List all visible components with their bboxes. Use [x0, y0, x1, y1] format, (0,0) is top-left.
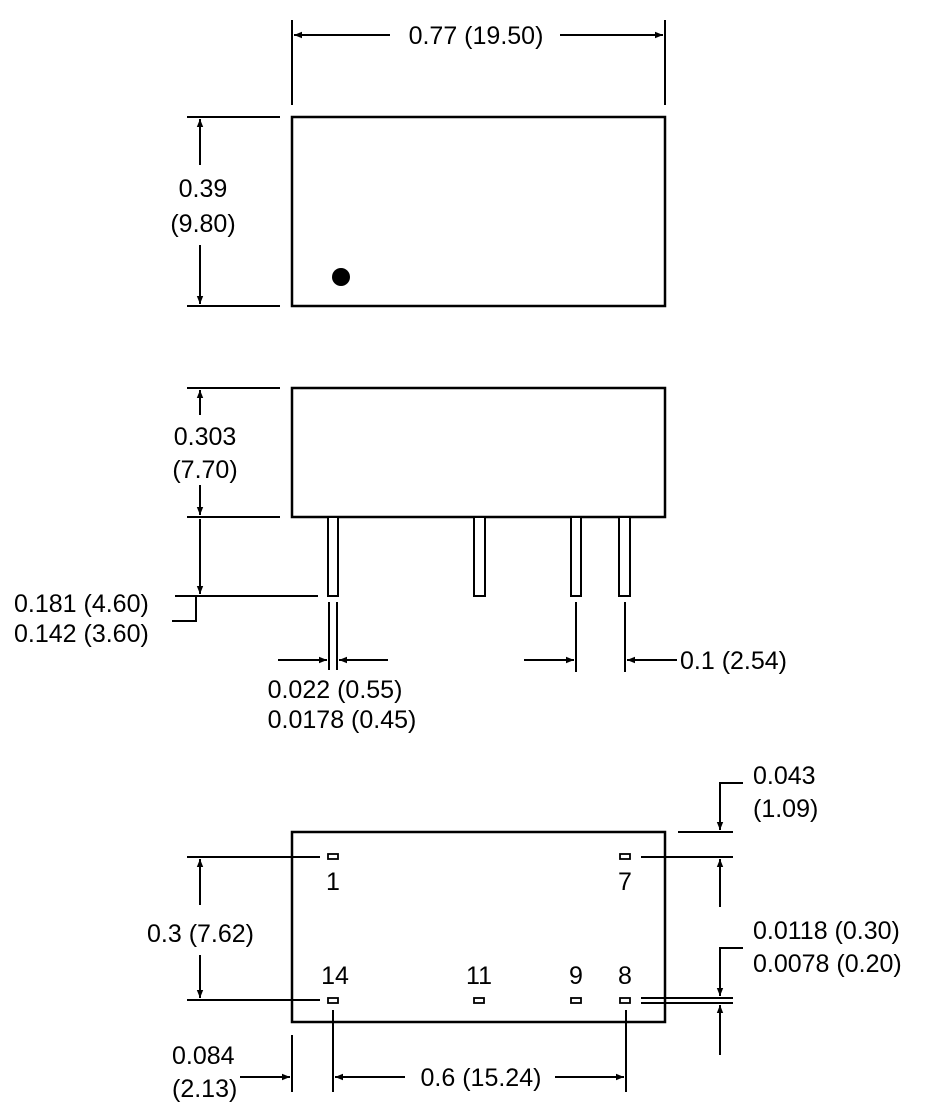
pin-label-1: 1 [326, 868, 340, 896]
edge-offset-in: 0.043 [753, 762, 816, 790]
pin-width-min: 0.0178 (0.45) [268, 706, 417, 734]
module-side-outline [290, 386, 667, 519]
pad-size-max: 0.0118 (0.30) [753, 917, 900, 945]
side-offset-mm: (2.13) [172, 1075, 237, 1103]
side-view: 0.303 (7.70) 0.181 (4.60) 0.142 (3.60) 0… [14, 386, 787, 734]
body-height-in: 0.303 [174, 423, 237, 451]
side-offset-in: 0.084 [172, 1042, 235, 1070]
pad-size-min: 0.0078 (0.20) [753, 950, 902, 978]
pin-label-14: 14 [321, 962, 349, 990]
top-view: 0.77 (19.50) 0.39 (9.80) [170, 20, 667, 308]
pad-8 [619, 997, 631, 1004]
height-dimension-in: 0.39 [179, 175, 228, 203]
pad-14 [327, 997, 339, 1004]
pin-label-7: 7 [618, 868, 632, 896]
pin1-marker-dot [332, 268, 350, 286]
bottom-view: 1 7 14 11 9 8 0.3 (7.62) 0.043 (1.09) 0.… [147, 762, 902, 1103]
edge-offset-mm: (1.09) [753, 795, 818, 823]
pin [473, 516, 486, 597]
pin-length-max: 0.181 (4.60) [14, 590, 149, 618]
pin [618, 516, 631, 597]
pad-7 [619, 853, 631, 860]
pad-9 [570, 997, 582, 1004]
pin [327, 516, 339, 597]
width-dimension: 0.77 (19.50) [409, 22, 544, 50]
module-bottom-outline [290, 830, 667, 1024]
pin-width-max: 0.022 (0.55) [268, 676, 403, 704]
pin [570, 516, 582, 597]
pin-label-9: 9 [569, 962, 583, 990]
pin-span: 0.6 (15.24) [421, 1064, 542, 1092]
body-height-mm: (7.70) [172, 456, 237, 484]
pad-1 [327, 853, 339, 860]
pin-pitch: 0.1 (2.54) [680, 647, 787, 675]
module-top-outline [290, 115, 667, 308]
pin-label-11: 11 [466, 962, 492, 990]
pin-label-8: 8 [618, 962, 632, 990]
pin-length-min: 0.142 (3.60) [14, 620, 149, 648]
row-spacing: 0.3 (7.62) [147, 920, 254, 948]
pad-11 [473, 997, 485, 1004]
height-dimension-mm: (9.80) [170, 210, 235, 238]
